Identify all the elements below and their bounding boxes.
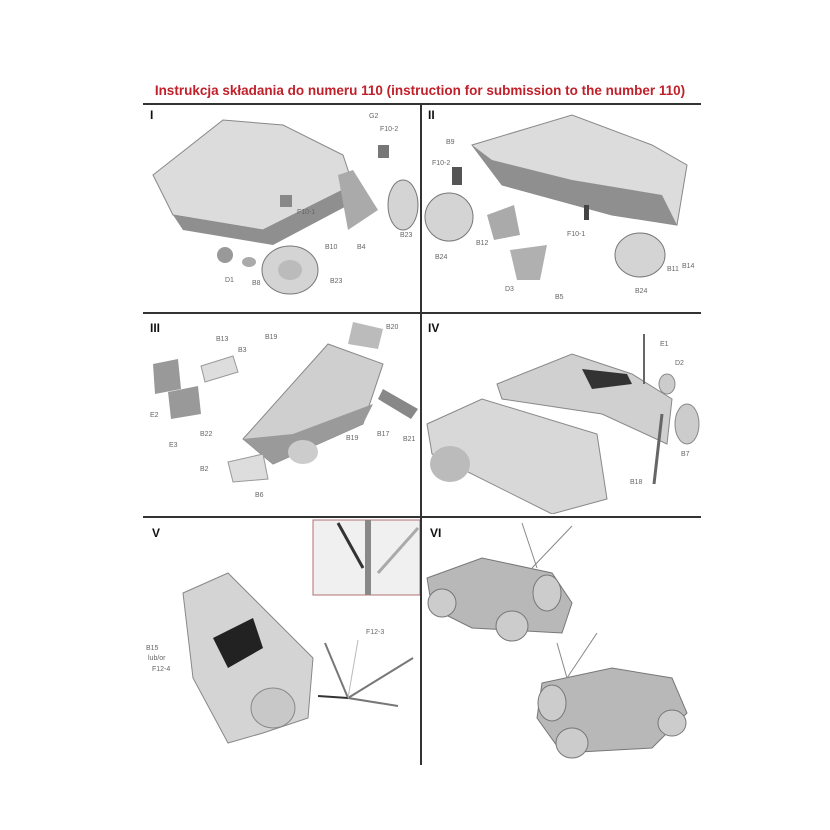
part-label: B24	[435, 254, 448, 261]
step-numeral: III	[150, 321, 161, 335]
part-label: B9	[446, 139, 455, 146]
part-label: E1	[660, 341, 669, 348]
part-label: F10-2	[380, 126, 399, 133]
part-label: B20	[386, 324, 399, 331]
part-label: B19	[346, 435, 359, 442]
divider	[143, 516, 701, 518]
part-label: B13	[216, 336, 229, 343]
antenna-assembly-illustration	[182, 519, 420, 744]
part-label: F10-2	[432, 160, 451, 167]
part-label: D1	[225, 277, 234, 284]
part-label: B6	[255, 492, 264, 499]
part-label: B8	[252, 280, 261, 287]
part-label: B2	[200, 466, 209, 473]
part-label: B23	[330, 278, 343, 285]
step-numeral: I	[150, 108, 154, 122]
part-label: B19	[265, 334, 278, 341]
part-label: B12	[476, 240, 489, 247]
part-label: B7	[681, 451, 690, 458]
part-label: B4	[357, 244, 366, 251]
part-label: B15	[146, 645, 159, 652]
part-label: D3	[505, 286, 514, 293]
part-label: B14	[682, 263, 695, 270]
part-label: B22	[200, 431, 213, 438]
part-label: E2	[150, 412, 159, 419]
part-label: B11	[667, 266, 679, 273]
finished-vehicle-illustration	[426, 522, 688, 759]
part-label: B3	[238, 347, 247, 354]
part-label: F10-1	[567, 231, 586, 238]
part-label: F12-3	[366, 629, 385, 636]
part-label: E3	[169, 442, 178, 449]
sheet-title: Instrukcja składania do numeru 110 (inst…	[154, 83, 686, 98]
step-numeral: IV	[428, 321, 440, 335]
upper-hull-assembly-illustration	[426, 334, 700, 514]
part-label: B17	[377, 431, 390, 438]
part-label: B5	[555, 294, 564, 301]
divider	[143, 312, 701, 314]
part-label: D2	[675, 360, 684, 367]
hull-underside-illustration	[152, 119, 419, 295]
divider	[143, 103, 701, 105]
part-label: B21	[403, 436, 416, 443]
step-numeral: V	[152, 526, 161, 540]
hull-underside-illustration	[424, 114, 688, 280]
step-numeral: II	[428, 108, 435, 122]
part-label: lub/or	[148, 655, 166, 662]
part-label: B23	[400, 232, 413, 239]
divider	[420, 103, 422, 765]
step-numeral: VI	[430, 526, 442, 540]
part-label: B18	[630, 479, 643, 486]
part-label: G2	[369, 113, 379, 120]
part-label: F12-4	[152, 666, 171, 673]
part-label: B24	[635, 288, 648, 295]
part-label: F10-1	[297, 209, 316, 216]
part-label: B10	[325, 244, 338, 251]
interior-assembly-illustration	[153, 322, 418, 483]
